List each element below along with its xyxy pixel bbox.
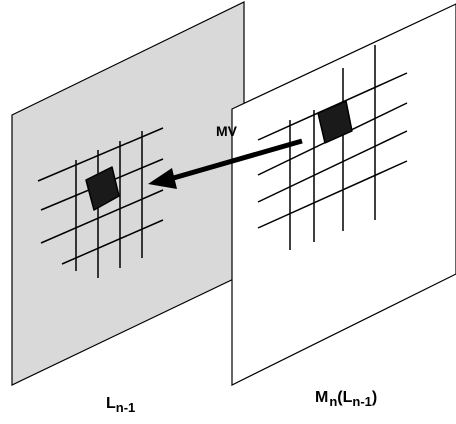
- reference-grid-horizontal-line: [37, 127, 164, 182]
- current-frame-label-inner-base: L: [342, 389, 353, 406]
- current-frame-label-paren-open: (: [337, 389, 343, 406]
- current-grid-horizontal-line: [257, 160, 408, 229]
- current-frame-label-paren-close: ): [371, 389, 378, 406]
- reference-frame-label-base: L: [106, 395, 116, 412]
- reference-frame-surface: [11, 1, 245, 386]
- reference-matching-block: [85, 166, 120, 211]
- reference-frame-label-subscript: n-1: [115, 400, 136, 415]
- current-frame-label-inner-subscript: n-1: [352, 394, 372, 409]
- current-frame-surface: [231, 3, 456, 386]
- reference-frame-label: Ln-1: [106, 395, 136, 415]
- current-frame-grid: [257, 45, 408, 250]
- reference-grid-horizontal-line: [40, 189, 164, 244]
- current-block: [317, 100, 353, 144]
- motion-vector-arrowhead: [148, 168, 177, 189]
- current-frame-plane: [231, 3, 456, 386]
- motion-vector-arrow: [148, 138, 303, 189]
- reference-grid-horizontal-line: [61, 219, 164, 265]
- current-grid-horizontal-line: [257, 130, 408, 203]
- current-frame-label: Mn(Ln-1): [315, 389, 378, 409]
- reference-frame-plane: [11, 1, 245, 386]
- motion-vector-shaft: [169, 138, 303, 182]
- current-frame-label-subscript: n: [329, 394, 338, 409]
- current-frame-label-base: M: [315, 389, 329, 406]
- motion-vector-label: MV: [216, 123, 237, 139]
